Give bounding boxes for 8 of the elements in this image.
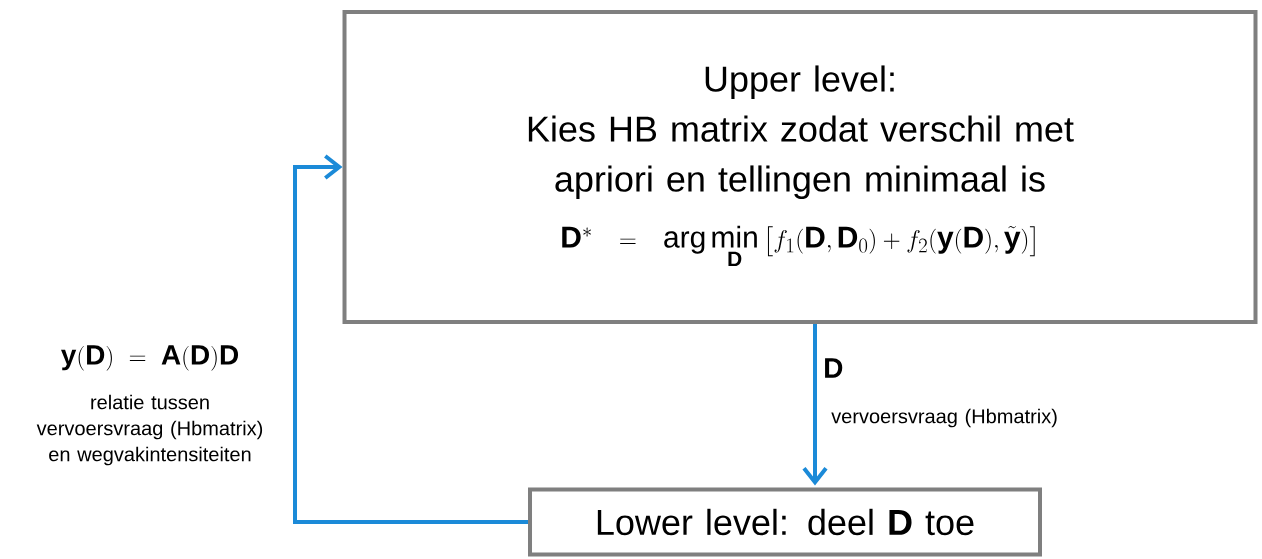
lower-level-box: Lower level: deel D toe xyxy=(528,487,1042,557)
arrow xyxy=(293,154,528,524)
annotation-text: vervoersvraag (Hbmatrix) xyxy=(831,408,1057,428)
upper-level-box: Upper level: Kies HB matrix zodat verschil met apriori en tellingen minimaal is $\mathbf{D}^{*} = \arg\min_{\mathbf{D}} \left[ f_1(\mathbf{D},\mathbf{D}_0) + f_2(\mathbf{y}(\mathbf{D}),\tilde{\mathbf{y}}) \right]$ xyxy=(342,10,1258,324)
formula: $\mathbf{D}$ xyxy=(825,358,843,378)
formula: $\mathbf{y}(\mathbf{D}) = \mathbf{A}(\mathbf{D})\mathbf{D}$ xyxy=(61,345,239,371)
annotation-text: relatie tussen vervoersvraag (Hbmatrix) en wegvakintensiteiten xyxy=(36,394,263,466)
arrow xyxy=(802,324,828,486)
